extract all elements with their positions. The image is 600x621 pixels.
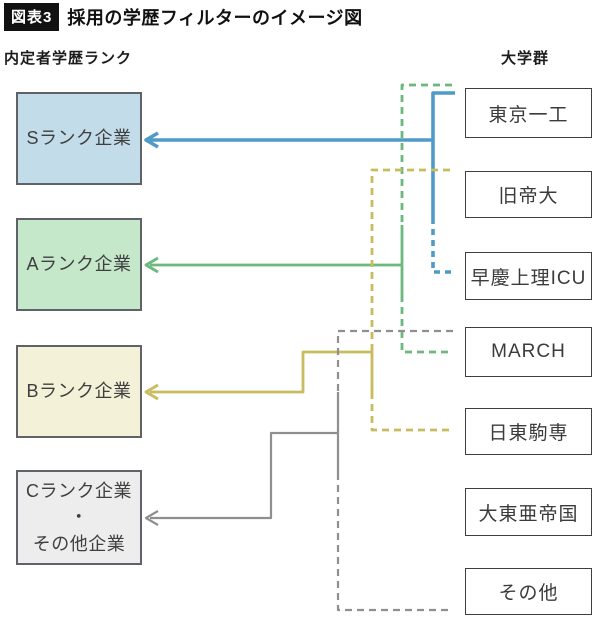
company-box-label: Cランク企業: [26, 481, 132, 502]
company-box-b: Bランク企業: [16, 345, 142, 438]
university-box-label: 大東亜帝国: [478, 503, 579, 525]
company-box-label: その他企業: [32, 533, 126, 554]
university-box-label: MARCH: [491, 341, 566, 362]
connector-bracket-dashed: [370, 168, 450, 348]
company-box-label: Bランク企業: [26, 381, 132, 402]
connector-bracket-dashed: [431, 218, 453, 274]
connector-arrow-line: [150, 350, 372, 394]
connector-c-rank: [144, 329, 453, 612]
connector-bracket-dashed: [400, 295, 453, 354]
university-box-6: その他: [465, 568, 592, 615]
connector-bracket-dashed: [400, 83, 452, 225]
company-box-c: Cランク企業・その他企業: [16, 470, 142, 565]
connector-a-rank: [144, 83, 453, 354]
figure-header: 図表3 採用の学歴フィルターのイメージ図: [4, 3, 363, 31]
company-box-a: Aランク企業: [16, 218, 142, 311]
connector-bracket-dashed: [370, 392, 453, 432]
university-box-label: 東京一工: [488, 104, 569, 126]
right-column-header: 大学群: [501, 50, 550, 67]
company-box-s: Sランク企業: [16, 92, 142, 185]
university-box-1: 旧帝大: [465, 171, 592, 218]
company-box-label: Sランク企業: [26, 128, 132, 149]
connector-arrow-line: [431, 91, 455, 218]
university-box-label: 日東駒専: [488, 423, 569, 444]
university-box-2: 早慶上理ICU: [465, 252, 592, 300]
university-box-3: MARCH: [465, 327, 592, 377]
figure-title: 採用の学歴フィルターのイメージ図: [67, 8, 363, 28]
connector-b-rank: [144, 168, 453, 432]
figure-number-badge: 図表3: [4, 3, 60, 31]
connector-arrow-line: [150, 431, 338, 520]
company-box-label: Aランク企業: [26, 254, 132, 275]
university-box-4: 日東駒専: [465, 408, 592, 455]
arrowhead-icon: [144, 256, 159, 274]
arrowhead-icon: [144, 510, 159, 526]
left-column-header: 内定者学歴ランク: [4, 50, 133, 67]
university-box-label: 早慶上理ICU: [470, 267, 587, 289]
university-box-0: 東京一工: [465, 88, 592, 138]
connector-bracket-dashed: [336, 473, 453, 612]
connector-bracket-dashed: [336, 329, 453, 392]
university-box-label: 旧帝大: [498, 186, 559, 207]
university-box-label: その他: [498, 583, 559, 604]
company-box-label: ・: [69, 507, 89, 528]
connector-s-rank: [144, 91, 455, 274]
university-box-5: 大東亜帝国: [465, 488, 592, 536]
arrowhead-icon: [144, 131, 159, 149]
arrowhead-icon: [144, 383, 159, 401]
